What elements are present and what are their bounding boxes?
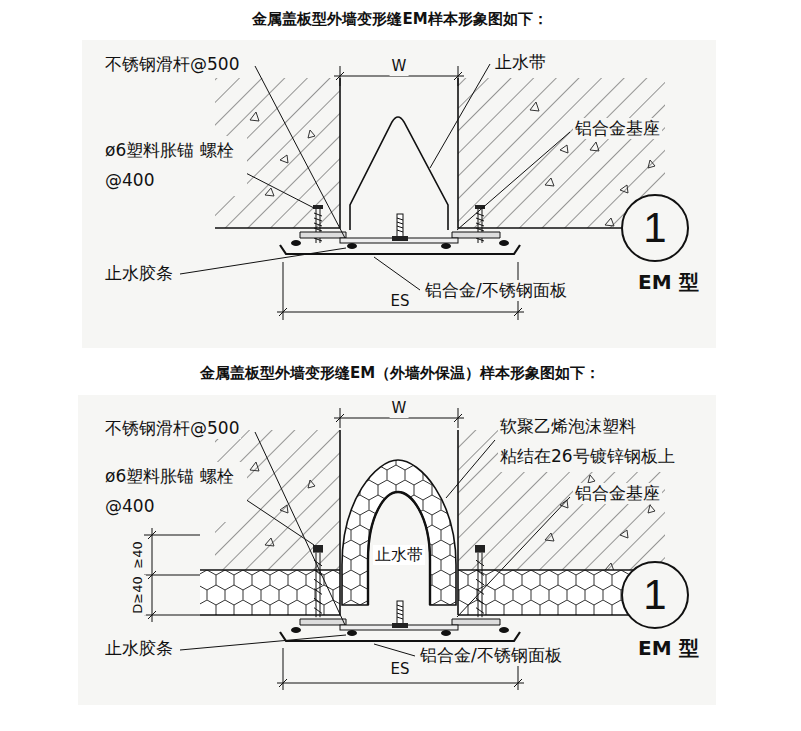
type-label: EM 型 [636,270,701,295]
callout-number: 1 [643,574,666,616]
part-label: 不锈钢滑杆@500 [103,418,241,439]
dimension-label: D≥40 [130,574,146,615]
part-label: 止水胶条 [103,638,175,659]
dimension-label: W [390,399,409,418]
part-label: 止水胶条 [103,263,175,284]
part-label: 不锈钢滑杆@500 [103,54,241,75]
callout-circle: 1 [621,194,689,262]
part-label: 铝合金基座 [573,483,662,504]
dimension-label: W [390,57,409,76]
part-label: 止水带 [493,52,548,73]
dimension-label: ES [389,660,412,679]
callout-number: 1 [643,207,666,249]
heading: 金属盖板型外墙变形缝EM（外墙外保温）样本形象图如下： [198,364,602,383]
part-label: 铝合金/不锈钢面板 [423,280,569,301]
part-label: 铝合金/不锈钢面板 [418,645,564,666]
part-label: 铝合金基座 [573,118,662,139]
callout-circle: 1 [621,561,689,629]
part-label: 止水带 [373,545,425,565]
part-label: ø6塑料胀锚 螺栓@400 [103,462,247,522]
dimension-label: ≥40 [130,539,146,570]
dimension-label: ES [389,292,412,311]
heading: 金属盖板型外墙变形缝EM样本形象图如下： [250,10,549,29]
type-label: EM 型 [636,636,701,661]
part-label: ø6塑料胀锚 螺栓@400 [103,136,247,196]
part-label: 软聚乙烯泡沫塑料 粘结在26号镀锌钢板上 [498,412,707,472]
